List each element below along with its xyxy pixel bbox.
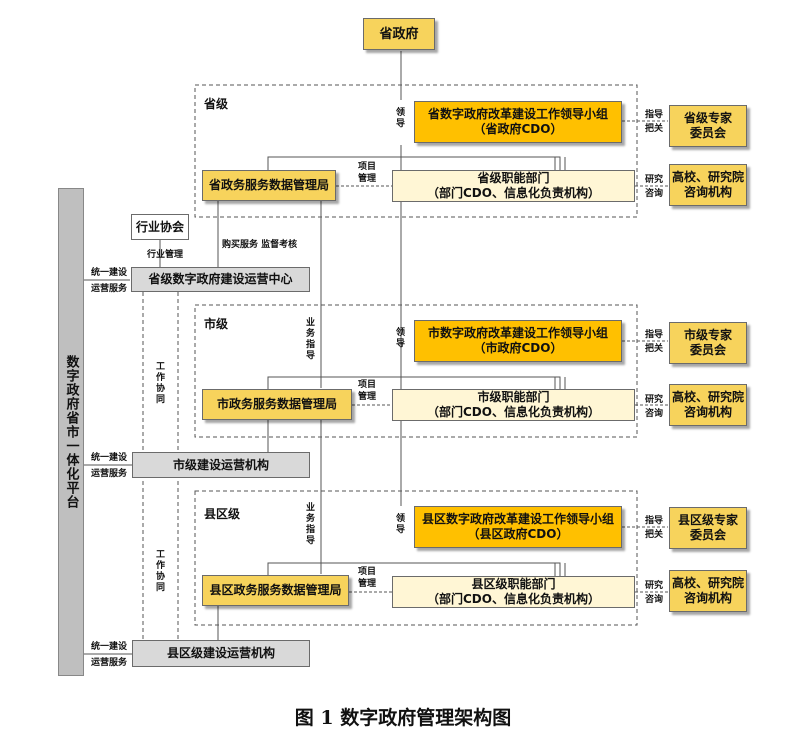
research-province-2: 咨询 bbox=[645, 189, 664, 199]
project-mgmt-county-2: 管理 bbox=[358, 579, 377, 589]
unified-build-label-3: 统一建设 bbox=[91, 642, 128, 652]
county-research-box[interactable]: 高校、研究院 咨询机构 bbox=[669, 570, 747, 612]
province-dept-line1: 省级职能部门 bbox=[477, 171, 550, 185]
county-leader-line1: 县区数字政府改革建设工作领导小组 bbox=[421, 512, 614, 526]
buy-supervise-label: 购买服务 监督考核 bbox=[222, 240, 298, 250]
county-leader-line2: （县区政府CDO） bbox=[467, 527, 569, 541]
province-expert-line1: 省级专家 bbox=[683, 111, 732, 125]
city-research-box[interactable]: 高校、研究院 咨询机构 bbox=[669, 384, 747, 426]
province-section-title: 省级 bbox=[204, 97, 229, 111]
province-leader-box[interactable]: 省数字政府改革建设工作领导小组 （省政府CDO） bbox=[414, 101, 622, 143]
guide-province-1: 指导 bbox=[645, 110, 664, 120]
county-dept-line2: （部门CDO、信息化负责机构） bbox=[427, 592, 600, 606]
lead-label-county: 领导 bbox=[395, 514, 405, 535]
province-dept-box[interactable]: 省级职能部门 （部门CDO、信息化负责机构） bbox=[392, 170, 635, 202]
city-org-label: 市级建设运营机构 bbox=[172, 457, 269, 472]
city-research-line1: 高校、研究院 bbox=[671, 390, 744, 404]
project-mgmt-province-1: 项目 bbox=[358, 162, 377, 172]
city-expert-line1: 市级专家 bbox=[683, 328, 732, 342]
city-section-title: 市级 bbox=[204, 317, 229, 331]
guide-city-1: 指导 bbox=[645, 330, 664, 340]
county-research-line1: 高校、研究院 bbox=[671, 576, 744, 590]
guide-province-2: 把关 bbox=[645, 124, 664, 134]
industry-association-label: 行业协会 bbox=[135, 219, 184, 234]
province-bureau-label: 省政务服务数据管理局 bbox=[208, 178, 329, 192]
lead-label-city: 领导 bbox=[395, 328, 405, 349]
city-research-line2: 咨询机构 bbox=[683, 405, 732, 419]
research-city-2: 咨询 bbox=[645, 409, 664, 419]
county-dept-line1: 县区级职能部门 bbox=[471, 577, 556, 591]
guide-county-1: 指导 bbox=[645, 516, 664, 526]
county-expert-line2: 委员会 bbox=[689, 528, 726, 542]
platform-box[interactable]: 数字政府省市一体化平台 bbox=[58, 188, 84, 676]
research-city-1: 研究 bbox=[645, 395, 664, 405]
ops-service-label-2: 运营服务 bbox=[91, 469, 128, 479]
city-leader-box[interactable]: 市数字政府改革建设工作领导小组 （市政府CDO） bbox=[414, 320, 622, 362]
work-coord-label-2: 工作协同 bbox=[155, 550, 165, 593]
city-dept-line1: 市级职能部门 bbox=[477, 390, 550, 404]
industry-mgmt-label: 行业管理 bbox=[147, 250, 184, 260]
county-expert-box[interactable]: 县区级专家 委员会 bbox=[669, 507, 747, 549]
county-bureau-label: 县区政务服务数据管理局 bbox=[209, 583, 342, 597]
county-bureau-box[interactable]: 县区政务服务数据管理局 bbox=[202, 575, 349, 606]
ops-service-label-3: 运营服务 bbox=[91, 658, 128, 668]
province-dept-line2: （部门CDO、信息化负责机构） bbox=[427, 186, 600, 200]
province-research-line1: 高校、研究院 bbox=[671, 170, 744, 184]
province-leader-line1: 省数字政府改革建设工作领导小组 bbox=[427, 107, 608, 121]
county-section-title: 县区级 bbox=[204, 507, 241, 521]
county-frame bbox=[194, 490, 638, 626]
province-research-line2: 咨询机构 bbox=[683, 185, 732, 199]
city-expert-box[interactable]: 市级专家 委员会 bbox=[669, 322, 747, 364]
guide-city-2: 把关 bbox=[645, 344, 664, 354]
county-org-box[interactable]: 县区级建设运营机构 bbox=[132, 640, 310, 667]
county-org-label: 县区级建设运营机构 bbox=[166, 646, 275, 660]
county-leader-box[interactable]: 县区数字政府改革建设工作领导小组 （县区政府CDO） bbox=[414, 506, 622, 548]
lead-label-province: 领导 bbox=[395, 108, 405, 129]
county-dept-box[interactable]: 县区级职能部门 （部门CDO、信息化负责机构） bbox=[392, 576, 635, 608]
city-leader-line2: （市政府CDO） bbox=[473, 341, 563, 355]
city-dept-box[interactable]: 市级职能部门 （部门CDO、信息化负责机构） bbox=[392, 389, 635, 421]
project-mgmt-county-1: 项目 bbox=[358, 567, 377, 577]
figure-caption: 图 1 数字政府管理架构图 bbox=[294, 707, 512, 729]
province-gov-label: 省政府 bbox=[379, 26, 419, 42]
province-center-label: 省级数字政府建设运营中心 bbox=[148, 272, 293, 286]
province-leader-line2: （省政府CDO） bbox=[473, 122, 563, 136]
county-expert-line1: 县区级专家 bbox=[677, 513, 738, 527]
industry-association-box[interactable]: 行业协会 bbox=[131, 214, 189, 240]
province-expert-line2: 委员会 bbox=[689, 126, 726, 140]
city-bureau-label: 市政务服务数据管理局 bbox=[216, 397, 337, 411]
city-leader-line1: 市数字政府改革建设工作领导小组 bbox=[427, 326, 608, 340]
unified-build-label-2: 统一建设 bbox=[91, 453, 128, 463]
unified-build-label-1: 统一建设 bbox=[91, 268, 128, 278]
province-center-box[interactable]: 省级数字政府建设运营中心 bbox=[131, 267, 310, 292]
research-county-1: 研究 bbox=[645, 581, 664, 591]
province-bureau-box[interactable]: 省政务服务数据管理局 bbox=[202, 170, 336, 201]
city-org-box[interactable]: 市级建设运营机构 bbox=[132, 452, 310, 478]
work-coord-label-1: 工作协同 bbox=[155, 362, 165, 405]
research-county-2: 咨询 bbox=[645, 595, 664, 605]
province-gov-box[interactable]: 省政府 bbox=[363, 18, 435, 50]
guide-county-2: 把关 bbox=[645, 530, 664, 540]
province-expert-box[interactable]: 省级专家 委员会 bbox=[669, 105, 747, 147]
biz-guidance-label-2: 业务指导 bbox=[305, 503, 315, 546]
city-dept-line2: （部门CDO、信息化负责机构） bbox=[427, 405, 600, 419]
city-bureau-box[interactable]: 市政务服务数据管理局 bbox=[202, 389, 352, 420]
platform-label: 数字政府省市一体化平台 bbox=[63, 355, 79, 509]
city-expert-line2: 委员会 bbox=[689, 343, 726, 357]
project-mgmt-city-2: 管理 bbox=[358, 392, 377, 402]
biz-guidance-label-1: 业务指导 bbox=[305, 318, 315, 361]
county-research-line2: 咨询机构 bbox=[683, 591, 732, 605]
province-research-box[interactable]: 高校、研究院 咨询机构 bbox=[669, 164, 747, 206]
project-mgmt-city-1: 项目 bbox=[358, 380, 377, 390]
city-frame bbox=[194, 304, 638, 438]
province-frame bbox=[194, 84, 638, 218]
project-mgmt-province-2: 管理 bbox=[358, 174, 377, 184]
research-province-1: 研究 bbox=[645, 175, 664, 185]
ops-service-label-1: 运营服务 bbox=[91, 284, 128, 294]
